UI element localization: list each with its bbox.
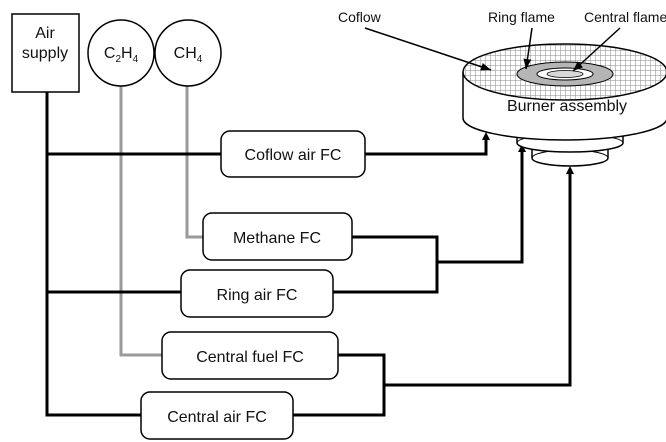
central-merge-to-burner [384,166,574,387]
coflow-air-fc-label: Coflow air FC [245,147,342,164]
methane-label: CH4 [174,45,203,65]
central-fuel-fc-label: Central fuel FC [196,349,304,366]
centralair-out [293,385,386,417]
ethylene-line [119,85,162,357]
air-lines [45,92,574,417]
central-flame-leader [572,27,621,72]
coflow-to-burner [365,132,490,156]
central-flame-label: Central flame [584,9,666,25]
coflow-label: Coflow [338,9,382,25]
fuel-lines [119,85,203,357]
air-supply-box: Air supply [11,13,80,93]
ethylene-label: C2H4 [104,45,139,65]
methane-fc-label: Methane FC [233,230,321,247]
ringair-out [333,262,439,294]
centralfuel-out [338,353,386,385]
ring-air-fc-label: Ring air FC [217,287,298,304]
burner-assembly: Burner assembly [462,43,666,167]
ring-flame-label: Ring flame [488,9,555,25]
ring-merge-to-burner [437,144,526,264]
air-supply-label-line2: supply [22,45,68,62]
central-fuel-fc: Central fuel FC [161,331,339,380]
air-supply-label-line1: Air [35,25,55,42]
central-air-fc-label: Central air FC [167,409,267,426]
methane-fc: Methane FC [202,212,353,261]
ring-air-fc: Ring air FC [180,269,334,318]
coflow-leader [364,27,492,71]
coflow-air-fc: Coflow air FC [220,130,366,178]
burner-annotations: Coflow Ring flame Central flame [338,9,666,72]
central-air-fc: Central air FC [140,391,294,440]
methane-out [352,235,439,262]
methane-cylinder: CH4 [154,19,222,87]
air-trunk [45,92,141,417]
ethylene-cylinder: C2H4 [87,19,155,87]
ring-flame-leader [523,27,533,70]
methane-line [185,85,203,239]
burner-assembly-label: Burner assembly [507,98,627,115]
